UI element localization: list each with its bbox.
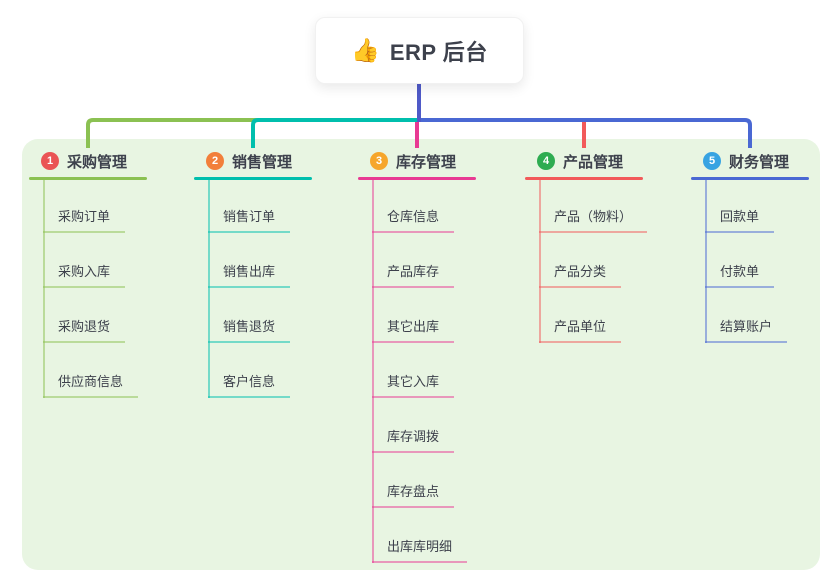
leaf-node[interactable]: 销售退货 (208, 315, 291, 343)
branch-label-5: 财务管理 (729, 153, 790, 171)
branch-label-1: 采购管理 (67, 153, 128, 171)
branch-label-3: 库存管理 (396, 153, 457, 171)
leaf-node[interactable]: 采购订单 (43, 205, 126, 233)
branch-badge-5: 5 (703, 152, 721, 170)
leaf-node[interactable]: 库存调拨 (372, 425, 455, 453)
leaf-node[interactable]: 结算账户 (705, 315, 788, 343)
leaf-node[interactable]: 产品（物料） (539, 205, 648, 233)
leaf-node[interactable]: 产品单位 (539, 315, 622, 343)
branch-underline-1 (29, 177, 147, 180)
leaf-node[interactable]: 销售出库 (208, 260, 291, 288)
branch-node-3[interactable]: 3 库存管理 (370, 150, 456, 172)
leaf-node[interactable]: 其它出库 (372, 315, 455, 343)
branch-underline-4 (525, 177, 643, 180)
branch-underline-5 (691, 177, 809, 180)
leaf-node[interactable]: 客户信息 (208, 370, 291, 398)
leaf-node[interactable]: 仓库信息 (372, 205, 455, 233)
branch-badge-4: 4 (537, 152, 555, 170)
leaf-node[interactable]: 回款单 (705, 205, 775, 233)
branch-subline-2 (208, 180, 210, 398)
branch-subline-4 (539, 180, 541, 343)
leaf-node[interactable]: 其它入库 (372, 370, 455, 398)
leaf-node[interactable]: 销售订单 (208, 205, 291, 233)
branch-underline-2 (194, 177, 312, 180)
branch-badge-1: 1 (41, 152, 59, 170)
branch-label-2: 销售管理 (232, 153, 293, 171)
branch-node-5[interactable]: 5 财务管理 (703, 150, 789, 172)
branch-badge-3: 3 (370, 152, 388, 170)
branches-panel (22, 139, 820, 570)
branch-node-1[interactable]: 1 采购管理 (41, 150, 127, 172)
branch-node-2[interactable]: 2 销售管理 (206, 150, 292, 172)
leaf-node[interactable]: 采购入库 (43, 260, 126, 288)
leaf-node[interactable]: 付款单 (705, 260, 775, 288)
branch-badge-2: 2 (206, 152, 224, 170)
branch-label-4: 产品管理 (563, 153, 624, 171)
branch-underline-3 (358, 177, 476, 180)
leaf-node[interactable]: 产品库存 (372, 260, 455, 288)
leaf-node[interactable]: 出库库明细 (372, 535, 468, 563)
branch-subline-5 (705, 180, 707, 343)
branch-subline-1 (43, 180, 45, 398)
root-node[interactable]: 👍 ERP 后台 (315, 17, 524, 84)
branch-subline-3 (372, 180, 374, 563)
leaf-node[interactable]: 采购退货 (43, 315, 126, 343)
leaf-node[interactable]: 产品分类 (539, 260, 622, 288)
thumbs-up-icon: 👍 (351, 37, 380, 63)
leaf-node[interactable]: 供应商信息 (43, 370, 139, 398)
leaf-node[interactable]: 库存盘点 (372, 480, 455, 508)
root-node-label: ERP 后台 (389, 39, 488, 65)
branch-node-4[interactable]: 4 产品管理 (537, 150, 623, 172)
